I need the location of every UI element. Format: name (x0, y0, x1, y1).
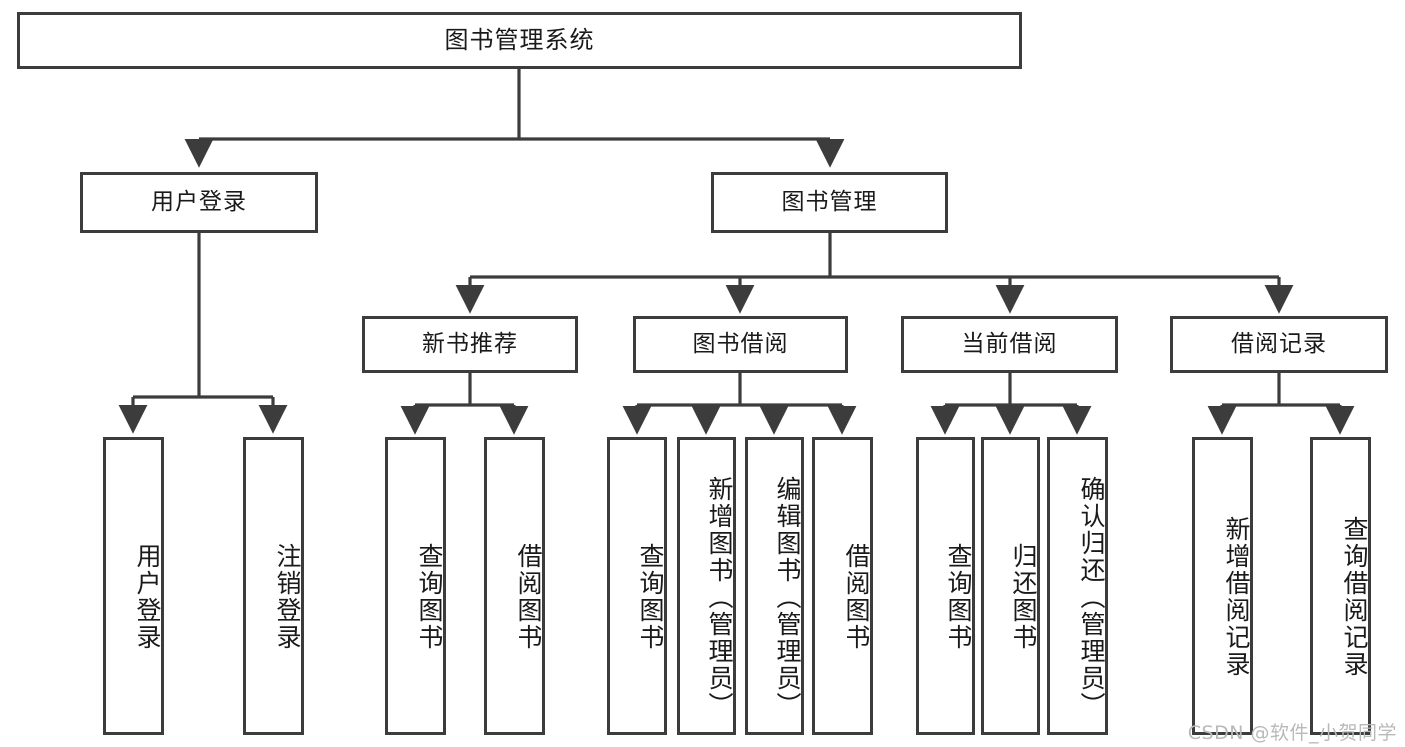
node-book-borrow[interactable]: 图书借阅 (633, 316, 848, 373)
leaf-current-borrow-query[interactable]: 查询图书 (916, 437, 975, 735)
leaf-new-book-borrow[interactable]: 借阅图书 (484, 437, 545, 735)
node-root[interactable]: 图书管理系统 (17, 12, 1022, 69)
node-book-management[interactable]: 图书管理 (711, 172, 948, 233)
leaf-book-borrow-add[interactable]: 新增图书（管理员） (677, 437, 736, 735)
node-borrow-record[interactable]: 借阅记录 (1170, 316, 1388, 373)
leaf-new-book-query[interactable]: 查询图书 (385, 437, 446, 735)
leaf-label: 新增图书（管理员） (705, 475, 734, 719)
leaf-label: 借阅图书 (514, 543, 543, 651)
leaf-borrow-record-add[interactable]: 新增借阅记录 (1192, 437, 1253, 735)
leaf-current-borrow-confirm[interactable]: 确认归还（管理员） (1047, 437, 1108, 735)
leaf-book-borrow-borrow[interactable]: 借阅图书 (812, 437, 873, 735)
leaf-label: 查询借阅记录 (1340, 516, 1369, 678)
leaf-current-borrow-return[interactable]: 归还图书 (981, 437, 1040, 735)
node-new-book-recommend[interactable]: 新书推荐 (362, 316, 578, 373)
csdn-watermark: CSDN @软件_小贺同学 (1187, 722, 1397, 744)
leaf-borrow-record-query[interactable]: 查询借阅记录 (1310, 437, 1371, 735)
leaf-label: 查询图书 (636, 543, 665, 651)
leaf-label: 确认归还（管理员） (1077, 475, 1106, 719)
leaf-label: 用户登录 (133, 543, 162, 651)
leaf-user-login-logout[interactable]: 注销登录 (243, 437, 304, 735)
leaf-book-borrow-query[interactable]: 查询图书 (607, 437, 667, 735)
leaf-book-borrow-edit[interactable]: 编辑图书（管理员） (745, 437, 804, 735)
leaf-label: 借阅图书 (842, 543, 871, 651)
leaf-label: 归还图书 (1009, 543, 1038, 651)
node-current-borrow[interactable]: 当前借阅 (901, 316, 1118, 373)
leaf-label: 注销登录 (273, 543, 302, 651)
leaf-label: 编辑图书（管理员） (773, 475, 802, 719)
node-user-login[interactable]: 用户登录 (80, 172, 318, 233)
leaf-label: 查询图书 (944, 543, 973, 651)
leaf-user-login-login[interactable]: 用户登录 (103, 437, 164, 735)
leaf-label: 查询图书 (415, 543, 444, 651)
leaf-label: 新增借阅记录 (1222, 516, 1251, 678)
